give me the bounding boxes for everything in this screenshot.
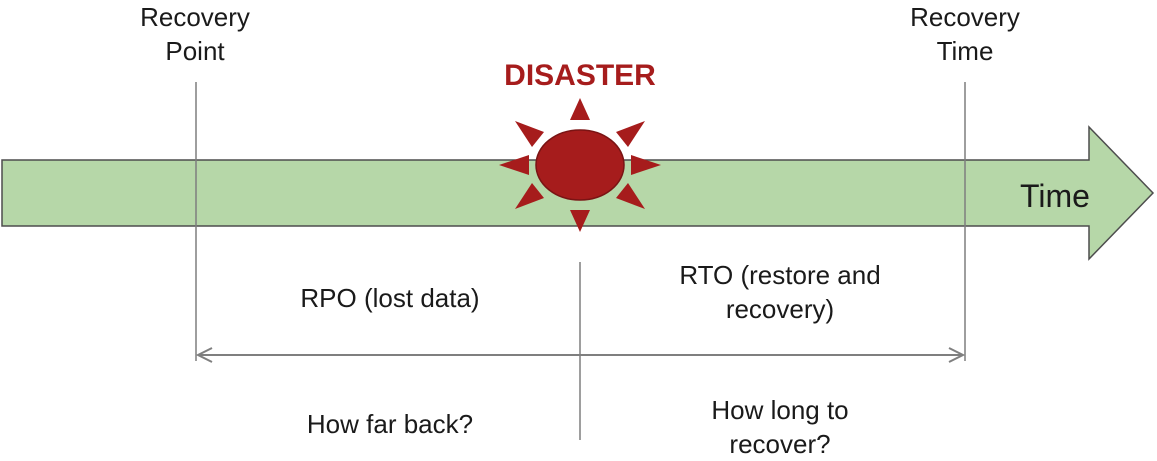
how-far-back-label: How far back?	[306, 409, 474, 439]
time-axis-label: Time	[1020, 178, 1090, 214]
recovery-time-label-line1: Recovery	[910, 2, 1020, 32]
how-long-label: How long to recover?	[620, 393, 940, 461]
recovery-time-label-line2: Time	[936, 36, 994, 66]
rpo-label: RPO (lost data)	[300, 283, 480, 313]
how-long-label-line1: How long to	[711, 395, 849, 425]
rto-label: RTO (restore and recovery)	[620, 258, 940, 326]
sun-burst-icon	[499, 98, 661, 232]
recovery-point-label-line2: Point	[165, 36, 225, 66]
rto-label-line1: RTO (restore and	[679, 260, 881, 290]
disaster-label: DISASTER	[504, 59, 656, 92]
how-long-label-line2: recover?	[729, 429, 831, 459]
span-arrow	[195, 347, 966, 363]
rto-label-line2: recovery)	[725, 294, 835, 324]
recovery-point-label-line1: Recovery	[140, 2, 250, 32]
recovery-time-label: Recovery Time	[870, 0, 1060, 68]
recovery-point-label: Recovery Point	[100, 0, 290, 68]
